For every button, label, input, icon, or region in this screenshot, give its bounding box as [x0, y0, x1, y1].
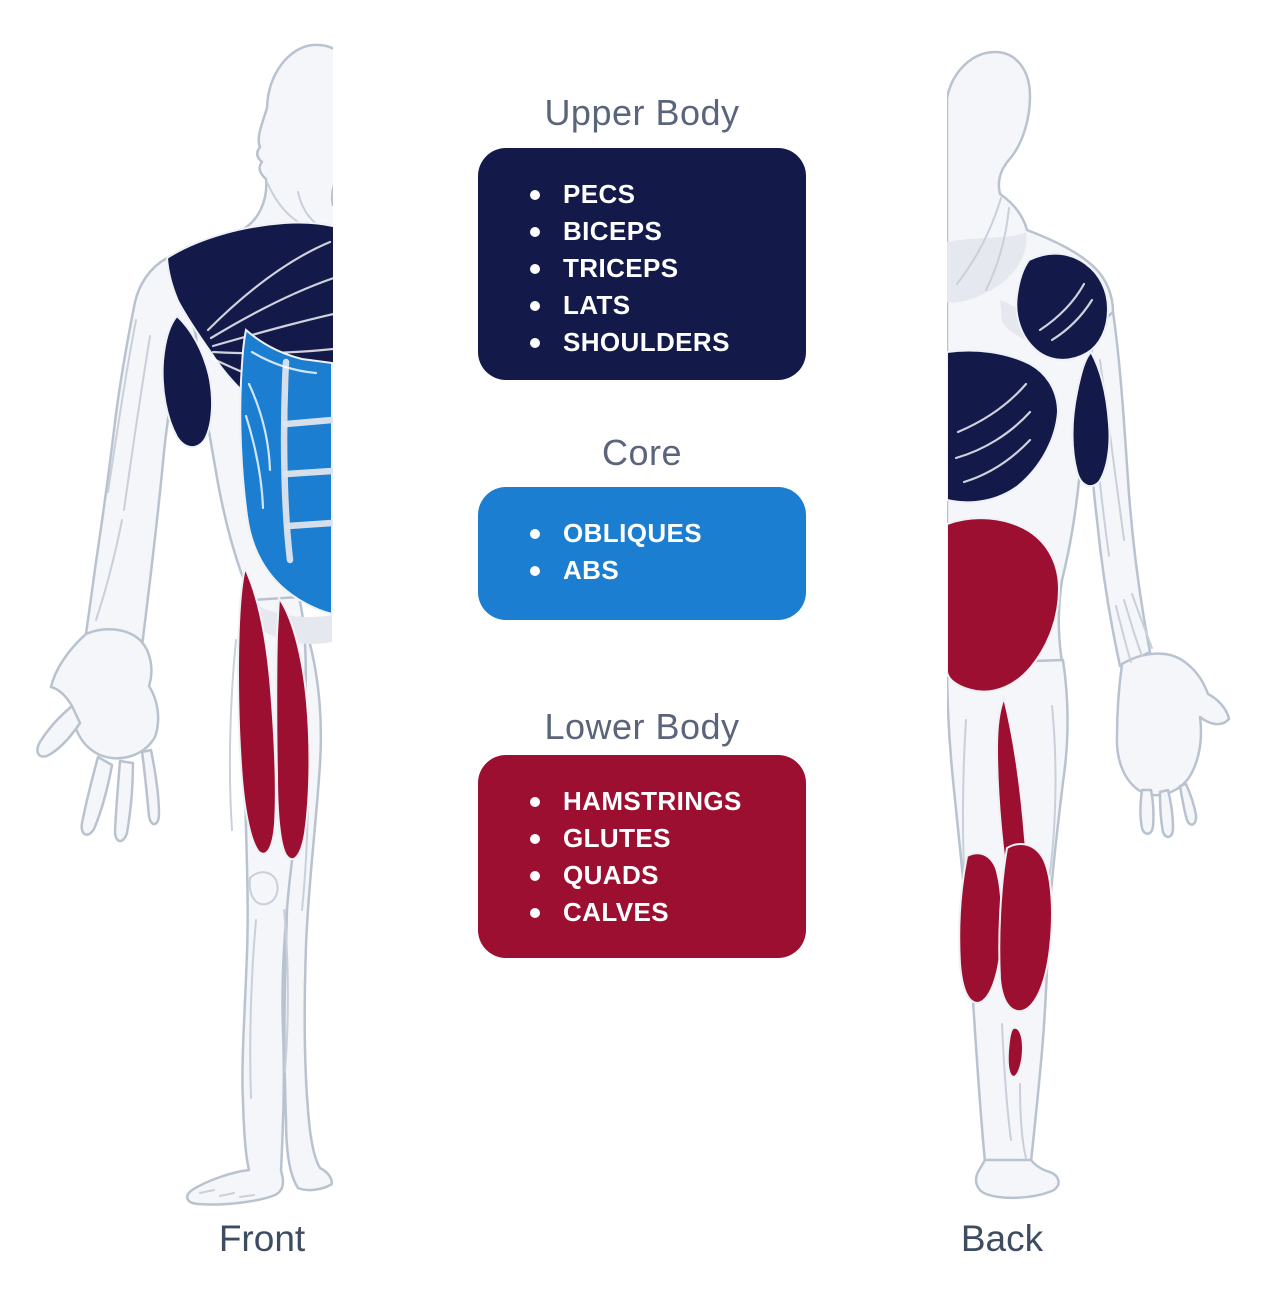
front-finger [140, 748, 161, 826]
bullet-dot-icon [530, 300, 540, 311]
front-forearm-line [123, 335, 151, 511]
muscle-item-label: BICEPS [563, 216, 663, 246]
back-finger [1178, 782, 1198, 826]
muscle-item-label: QUADS [563, 860, 659, 890]
muscle-item-label: ABS [563, 555, 620, 585]
front-finger [113, 759, 135, 843]
muscle-item-label: TRICEPS [563, 253, 679, 283]
lower-body-heading: Lower Body [544, 706, 740, 747]
list-item: GLUTES [530, 820, 790, 857]
list-item: BICEPS [530, 213, 790, 250]
bullet-dot-icon [530, 907, 540, 918]
front-calf-line [283, 909, 289, 1073]
bullet-dot-icon [530, 870, 540, 881]
bullet-dot-icon [530, 528, 540, 539]
list-item: OBLIQUES [530, 515, 790, 552]
lat-striation [962, 438, 1032, 484]
core-heading: Core [601, 432, 683, 473]
upper-body-heading: Upper Body [544, 92, 740, 133]
back-finger [1158, 788, 1175, 839]
back-calves-region [998, 843, 1053, 1013]
front-finger [80, 755, 114, 836]
list-item: ABS [530, 552, 790, 589]
front-knee-line [248, 871, 279, 906]
list-item: PECS [530, 176, 790, 213]
front-quads-region [275, 595, 311, 861]
front-figure [36, 43, 333, 1206]
front-shin-line [249, 919, 257, 1099]
muscle-item-label: SHOULDERS [563, 327, 730, 357]
front-forearm-line [95, 519, 123, 621]
back-head-torso [947, 50, 1115, 674]
oblique-striation [250, 350, 318, 375]
upper-body-card: PECS BICEPS TRICEPS LATS SHOULDERS [478, 148, 806, 380]
front-figure-label: Front [218, 1218, 306, 1259]
pec-striation [206, 240, 332, 332]
front-forearm-line [107, 319, 137, 493]
pec-striation [209, 277, 333, 340]
back-lats-region [947, 349, 1060, 504]
core-muscle-list: OBLIQUES ABS [530, 515, 790, 589]
abs-divider-line [282, 467, 333, 478]
front-biceps-region [161, 314, 214, 448]
back-thigh-line [1047, 705, 1057, 887]
front-thumb [36, 704, 82, 758]
back-foot [974, 1158, 1060, 1200]
back-wrist-tendon-lines [1115, 593, 1153, 663]
back-upper-back-shading [947, 232, 1027, 303]
back-triceps-region [1071, 350, 1111, 488]
abs-divider-line [282, 416, 333, 428]
back-trapezius-line [985, 207, 1010, 291]
delt-striation [1038, 282, 1086, 332]
front-arm [84, 256, 198, 648]
oblique-striation [244, 414, 265, 510]
back-trapezius-line [956, 197, 1002, 285]
core-card: OBLIQUES ABS [478, 487, 806, 620]
upper-body-muscle-list: PECS BICEPS TRICEPS LATS SHOULDERS [530, 176, 790, 361]
abs-divider-line [280, 358, 294, 564]
muscle-item-label: PECS [563, 179, 636, 209]
lat-striation [956, 382, 1028, 434]
back-figure [947, 50, 1231, 1200]
bullet-dot-icon [530, 796, 540, 807]
back-shoulders-region [1015, 252, 1110, 361]
bullet-dot-icon [530, 263, 540, 274]
back-hand-palm [1115, 652, 1231, 797]
back-achilles-line [1019, 1083, 1027, 1159]
bullet-dot-icon [530, 565, 540, 576]
lower-body-muscle-list: HAMSTRINGS GLUTES QUADS CALVES [530, 783, 790, 931]
bullet-dot-icon [530, 337, 540, 348]
bullet-dot-icon [530, 226, 540, 237]
lower-body-card: HAMSTRINGS GLUTES QUADS CALVES [478, 755, 806, 958]
back-glutes-region [947, 517, 1061, 693]
list-item: QUADS [530, 857, 790, 894]
front-quads-region [237, 564, 277, 855]
list-item: CALVES [530, 894, 790, 931]
list-item: TRICEPS [530, 250, 790, 287]
list-item: LATS [530, 287, 790, 324]
lat-striation [954, 410, 1032, 460]
muscle-item-label: HAMSTRINGS [563, 786, 742, 816]
delt-striation [1050, 298, 1094, 342]
bullet-dot-icon [530, 189, 540, 200]
back-finger [1139, 788, 1155, 835]
pec-striation [211, 312, 333, 348]
back-figure-label: Back [960, 1218, 1044, 1259]
back-shin-line [1001, 1023, 1012, 1141]
back-calves-region [1006, 1026, 1025, 1079]
front-toe-lines [199, 1189, 255, 1198]
muscle-item-label: GLUTES [563, 823, 671, 853]
oblique-striation [247, 382, 272, 472]
front-thigh-line [228, 639, 237, 831]
abs-divider-line [284, 519, 333, 530]
back-calves-region [958, 852, 1004, 1005]
muscle-item-label: LATS [563, 290, 631, 320]
list-item: HAMSTRINGS [530, 783, 790, 820]
bullet-dot-icon [530, 833, 540, 844]
muscle-item-label: OBLIQUES [563, 518, 702, 548]
muscle-item-label: CALVES [563, 897, 669, 927]
list-item: SHOULDERS [530, 324, 790, 361]
